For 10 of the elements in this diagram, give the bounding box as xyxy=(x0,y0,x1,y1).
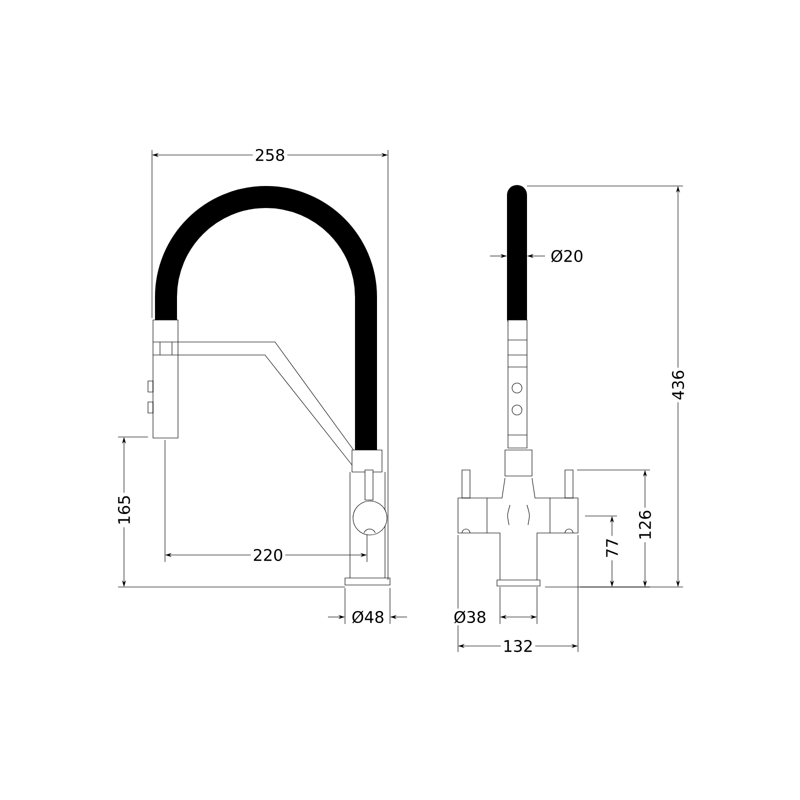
dimension-label: Ø20 xyxy=(548,248,586,264)
dimension-label: 220 xyxy=(250,546,286,564)
dimension-label: 132 xyxy=(500,638,536,654)
dimension-label: 126 xyxy=(636,508,654,542)
dimension-label: 165 xyxy=(116,492,132,528)
dimension-label: 258 xyxy=(252,146,288,164)
dimension-label: 77 xyxy=(604,536,620,560)
dimension-label: 436 xyxy=(670,368,686,402)
dimension-label: Ø38 xyxy=(452,608,488,626)
dimension-label: Ø48 xyxy=(350,608,386,626)
